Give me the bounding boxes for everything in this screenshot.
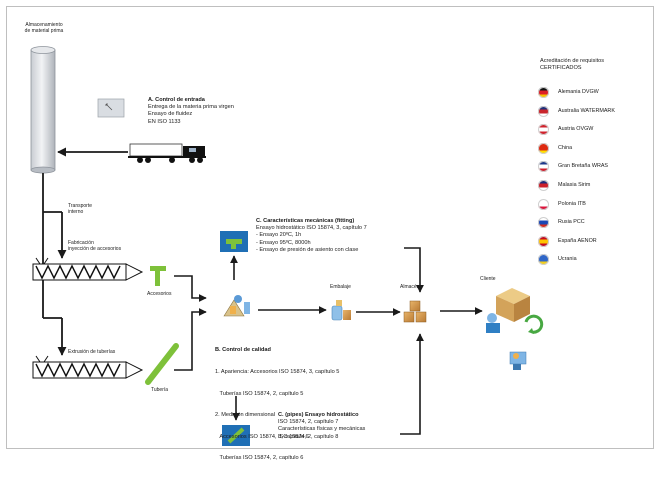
transport-label: Transporte interno: [68, 203, 92, 216]
pipe-hydrostatic-line: ISO 15874, 2, capítulo 8: [278, 433, 339, 440]
mechanical-fitting-line: - Ensayo 95ºC, 8000h: [256, 239, 311, 246]
warehouse-label: Almacén: [400, 284, 420, 290]
pipe-hydrostatic-line: Características físicas y mecánicas: [278, 426, 366, 433]
mechanical-fitting-title: C. Características mecánicas (fitting): [256, 218, 355, 224]
legend-item-label: Polonia ITB: [558, 200, 586, 207]
legend-item-label: Australia WATERMARK: [558, 107, 615, 114]
quality-control-line: Tuberías ISO 15874, 2, capítulo 5: [215, 390, 304, 397]
legend-item-label: España AENOR: [558, 237, 597, 244]
process-diagram-page: Almacenamiento de material prima A. Cont…: [6, 6, 654, 461]
control-entrada-line: Entrega de la materia prima virgen: [148, 104, 234, 111]
extrusion-label: Extrusión de tuberías: [68, 349, 116, 355]
legend-item-label: Austria OVGW: [558, 126, 594, 133]
country-flag-icon: [538, 142, 549, 154]
control-entrada-block: A. Control de entrada Entrega de la mate…: [148, 97, 234, 126]
control-entrada-line: EN ISO 1133: [148, 118, 181, 125]
injection-label: Fabricación inyección de accesorios: [68, 240, 122, 253]
client-person-icon: [509, 351, 527, 370]
green-tee-fitting-icon: [150, 266, 166, 286]
diagram-graphics: [30, 46, 544, 446]
pipe-hydrostatic-title: C. (pipes) Ensayo hidrostático: [278, 412, 359, 418]
quality-control-title: B. Control de calidad: [215, 347, 271, 354]
mechanical-fitting-block: C. Características mecánicas (fitting) E…: [256, 218, 367, 254]
control-entrada-line: Ensayo de fluidez: [148, 111, 193, 118]
injection-screw-icon: [32, 257, 144, 281]
mechanical-fitting-line: Ensayo hidrostático ISO 15874, 3, capítu…: [256, 225, 367, 232]
quality-control-line: 1. Apariencia: Accesorios ISO 15874, 3, …: [215, 369, 340, 376]
truck-icon: [128, 143, 206, 163]
warehouse-boxes-icon: [403, 300, 427, 323]
pipe-hydrostatic-block: C. (pipes) Ensayo hidrostático ISO 15874…: [278, 412, 365, 441]
quality-control-line: Accesorios ISO 15874, 3, capítulo 6: [215, 433, 309, 440]
country-flag-icon: [538, 87, 549, 98]
fitting-test-to-warehouse-arrow: [404, 247, 424, 293]
pipe-test-to-warehouse-arrow: [400, 333, 424, 435]
mechanical-fitting-line: - Ensayo 20ºC, 1h: [256, 232, 302, 239]
storage-label: Almacenamiento de material prima: [24, 22, 64, 35]
country-flag-icon: [538, 180, 549, 191]
client-label: Cliente: [480, 276, 496, 282]
diagram-frame: [6, 6, 654, 449]
country-flag-icon: [538, 124, 549, 136]
pipe-hydrostatic-line: ISO 15874, 2, capítulo 7: [278, 419, 339, 426]
quality-control-line: 2. Medición dimensional: [215, 412, 276, 419]
country-flag-icon: [538, 217, 549, 229]
packaging-icon: [331, 300, 351, 321]
pipe-label: Tubería: [151, 387, 169, 393]
legend-item-label: Gran Bretaña WRAS: [558, 163, 609, 170]
fitting-test-box-icon: [220, 231, 248, 252]
sample-card-icon: [97, 98, 125, 118]
client-delivery-icon: [486, 288, 544, 334]
pipes-to-qc-arrow: [174, 308, 207, 371]
country-flag-icon: [538, 235, 549, 247]
mechanical-fitting-line: - Ensayo de presión de asiento con clase: [256, 246, 359, 253]
accessories-label: Accesorios: [147, 291, 172, 297]
quality-control-block: B. Control de calidad 1. Apariencia: Acc…: [215, 333, 339, 477]
country-flag-icon: [538, 161, 549, 173]
certificates-legend-title: Acreditación de requisitos CERTIFICADOS: [540, 58, 605, 72]
accessories-to-qc-arrow: [174, 275, 207, 302]
legend-item-label: Ucrania: [558, 256, 577, 263]
legend-item-label: China: [558, 144, 573, 151]
legend-item-label: Rusia PCC: [558, 219, 585, 226]
legend-item-label: Malasia Sirim: [558, 182, 591, 188]
quality-control-icon: [223, 295, 250, 317]
country-flag-icon: [538, 254, 549, 266]
extrusion-screw-icon: [32, 355, 144, 379]
pipe-test-box-icon: [222, 425, 250, 446]
green-pipe-icon: [145, 343, 179, 385]
packaging-label: Embalaje: [330, 284, 351, 290]
legend-item-label: Alemania DVGW: [558, 89, 599, 95]
silo-icon: [30, 46, 56, 174]
country-flag-icon: [538, 198, 549, 210]
country-flag-icon: [538, 105, 549, 117]
control-entrada-title: A. Control de entrada: [148, 97, 205, 103]
